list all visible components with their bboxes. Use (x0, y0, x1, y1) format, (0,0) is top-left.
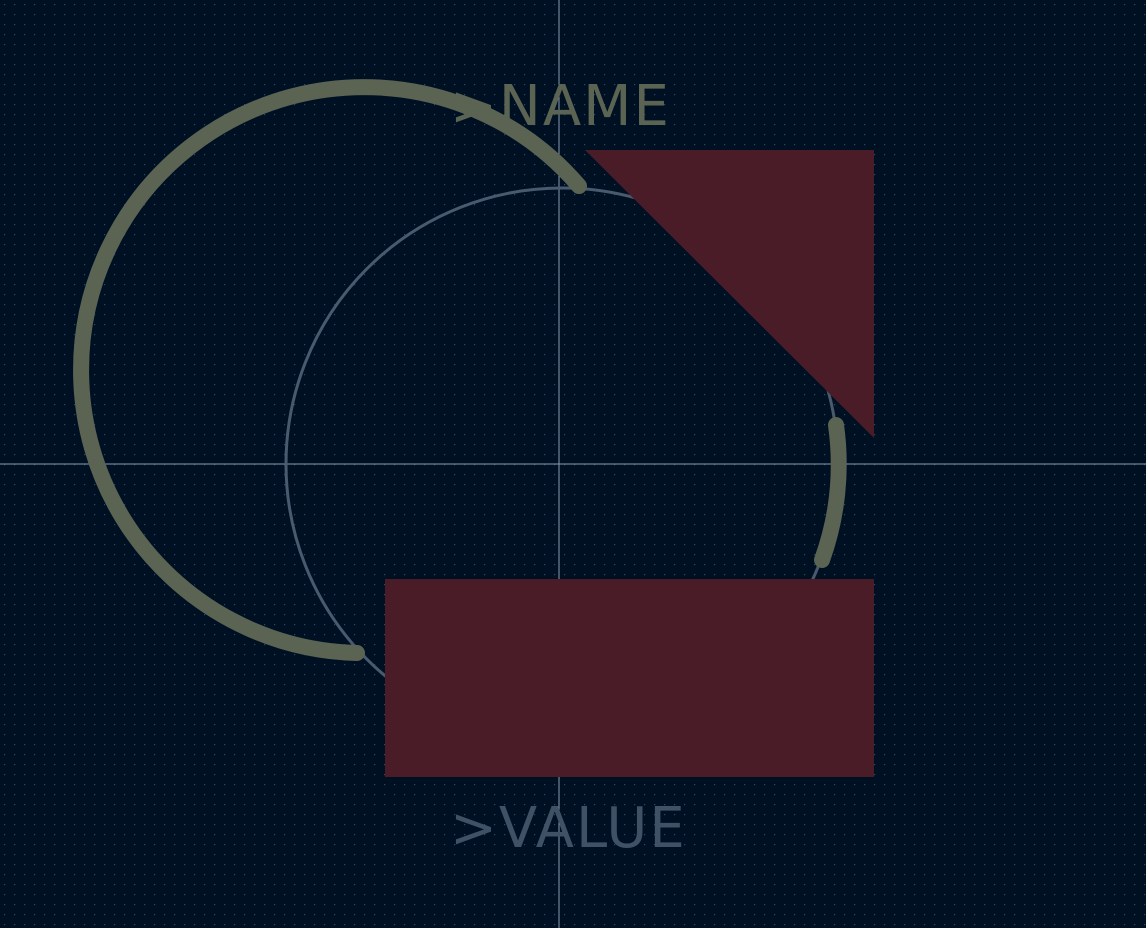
pad-rectangle[interactable] (385, 579, 874, 777)
name-field-label[interactable]: >NAME (450, 74, 671, 139)
value-field-label[interactable]: >VALUE (450, 796, 687, 861)
silkscreen-arc-right[interactable] (814, 417, 847, 568)
pad-triangle[interactable] (585, 150, 874, 438)
silkscreen-arc-main[interactable] (73, 79, 587, 661)
